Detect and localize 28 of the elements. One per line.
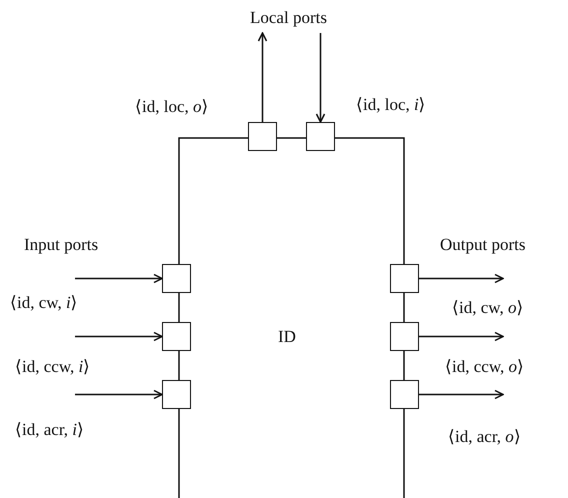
group-label: Local ports <box>250 9 327 27</box>
port-square <box>390 380 419 409</box>
port-label: ⟨id, loc, i⟩ <box>356 96 426 114</box>
port-square <box>390 264 419 293</box>
port-square <box>162 264 191 293</box>
arrow <box>258 32 268 122</box>
port-label: ⟨id, ccw, o⟩ <box>445 358 524 376</box>
port-label: ⟨id, acr, o⟩ <box>448 428 521 446</box>
arrow <box>419 332 504 342</box>
port-label: ⟨id, loc, o⟩ <box>135 98 208 116</box>
arrow <box>316 33 326 123</box>
port-label: Input ports <box>24 236 98 254</box>
port-square <box>162 380 191 409</box>
arrow <box>419 274 504 284</box>
router-name: ID <box>278 328 296 346</box>
port-label: ⟨id, cw, o⟩ <box>452 299 524 317</box>
port-label: ⟨id, cw, i⟩ <box>10 294 78 312</box>
arrow <box>419 390 504 400</box>
port-square <box>306 122 335 151</box>
port-label: Output ports <box>440 236 526 254</box>
arrow <box>75 332 163 342</box>
port-square <box>390 322 419 351</box>
port-label: ⟨id, acr, i⟩ <box>15 421 84 439</box>
port-square <box>248 122 277 151</box>
port-label: ⟨id, ccw, i⟩ <box>15 358 90 376</box>
arrow <box>75 274 163 284</box>
arrow <box>75 390 163 400</box>
port-square <box>162 322 191 351</box>
